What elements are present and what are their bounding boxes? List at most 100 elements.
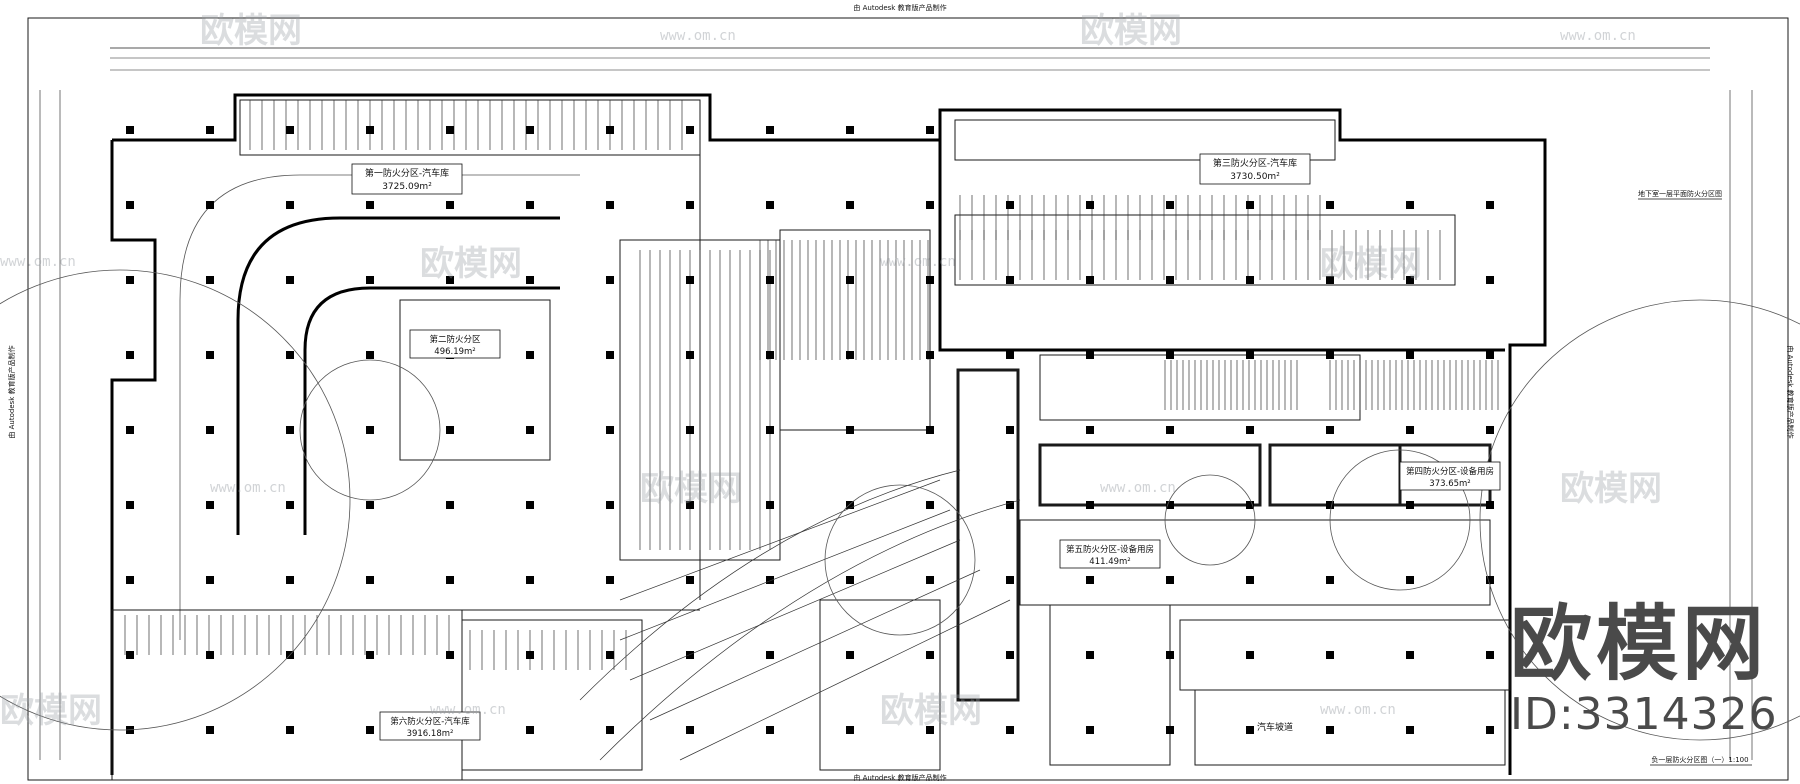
column: [366, 726, 374, 734]
column: [446, 201, 454, 209]
column: [926, 501, 934, 509]
top-caption: 由 Autodesk 教育版产品制作: [853, 3, 946, 12]
column: [206, 426, 214, 434]
column: [526, 126, 534, 134]
column: [366, 501, 374, 509]
column: [126, 276, 134, 284]
column: [526, 201, 534, 209]
brand-id: ID:3314326: [1510, 689, 1778, 740]
watermark-url: www.om.cn: [660, 28, 736, 44]
column: [286, 351, 294, 359]
watermark-url: www.om.cn: [1560, 28, 1636, 44]
column: [1326, 501, 1334, 509]
column: [686, 426, 694, 434]
column: [366, 426, 374, 434]
column: [606, 576, 614, 584]
column: [1006, 201, 1014, 209]
column: [206, 276, 214, 284]
zone-2-name: 第二防火分区: [429, 334, 481, 345]
coverage-circles: [0, 269, 1800, 741]
zone-2-area: 496.19m²: [434, 347, 475, 357]
column: [926, 126, 934, 134]
column: [1086, 651, 1094, 659]
column: [526, 276, 534, 284]
column: [926, 201, 934, 209]
column: [606, 426, 614, 434]
column: [1326, 576, 1334, 584]
column: [766, 576, 774, 584]
column: [1406, 651, 1414, 659]
column: [286, 201, 294, 209]
column: [1486, 576, 1494, 584]
column: [926, 351, 934, 359]
column: [446, 426, 454, 434]
column: [206, 126, 214, 134]
column: [1246, 726, 1254, 734]
column: [1326, 726, 1334, 734]
column: [1406, 576, 1414, 584]
column: [766, 501, 774, 509]
column: [1486, 651, 1494, 659]
column: [1166, 276, 1174, 284]
left-side-caption: 由 Autodesk 教育版产品制作: [7, 345, 16, 438]
column: [846, 201, 854, 209]
ramp-diagonals: [579, 469, 1021, 761]
zone-3-name: 第三防火分区-汽车库: [1213, 157, 1297, 169]
column: [1246, 276, 1254, 284]
column: [686, 126, 694, 134]
column: [766, 651, 774, 659]
ramp-label: 汽车坡道: [1257, 721, 1293, 733]
column: [766, 201, 774, 209]
watermark-url: www.om.cn: [0, 254, 76, 270]
column: [1326, 201, 1334, 209]
column: [846, 726, 854, 734]
column: [366, 201, 374, 209]
column: [1486, 276, 1494, 284]
column: [1006, 651, 1014, 659]
zone-1-area: 3725.09m²: [382, 182, 432, 192]
watermark-url: www.om.cn: [880, 254, 956, 270]
column: [846, 276, 854, 284]
side-drawing-title: 地下室一层平面防火分区图: [1638, 189, 1722, 198]
column: [926, 651, 934, 659]
column: [1166, 576, 1174, 584]
column: [1006, 351, 1014, 359]
watermark-brand: 欧模网: [640, 469, 742, 509]
watermark-url: www.om.cn: [1100, 480, 1176, 496]
column: [286, 726, 294, 734]
building-outline: [110, 93, 1547, 775]
column: [206, 351, 214, 359]
column: [1166, 201, 1174, 209]
column: [126, 351, 134, 359]
column: [846, 576, 854, 584]
watermark-brand: 欧模网: [200, 11, 302, 51]
column: [1006, 726, 1014, 734]
watermark-url: www.om.cn: [210, 480, 286, 496]
column: [1326, 426, 1334, 434]
column: [846, 426, 854, 434]
parking-stalls: [124, 100, 1499, 670]
right-side-caption: 由 Autodesk 教育版产品制作: [1786, 345, 1795, 438]
zone-4-name: 第四防火分区-设备用房: [1406, 466, 1494, 477]
column: [686, 201, 694, 209]
column: [926, 576, 934, 584]
watermark-brand: 欧模网: [0, 691, 102, 731]
column: [1246, 426, 1254, 434]
column: [1166, 351, 1174, 359]
column: [686, 351, 694, 359]
column: [526, 501, 534, 509]
column: [846, 126, 854, 134]
structural-columns: [126, 126, 1494, 734]
column: [606, 726, 614, 734]
column: [126, 201, 134, 209]
column: [1406, 726, 1414, 734]
column: [446, 576, 454, 584]
zone-5-name: 第五防火分区-设备用房: [1066, 544, 1154, 555]
column: [126, 501, 134, 509]
column: [1086, 501, 1094, 509]
column: [446, 501, 454, 509]
column: [126, 126, 134, 134]
column: [606, 651, 614, 659]
